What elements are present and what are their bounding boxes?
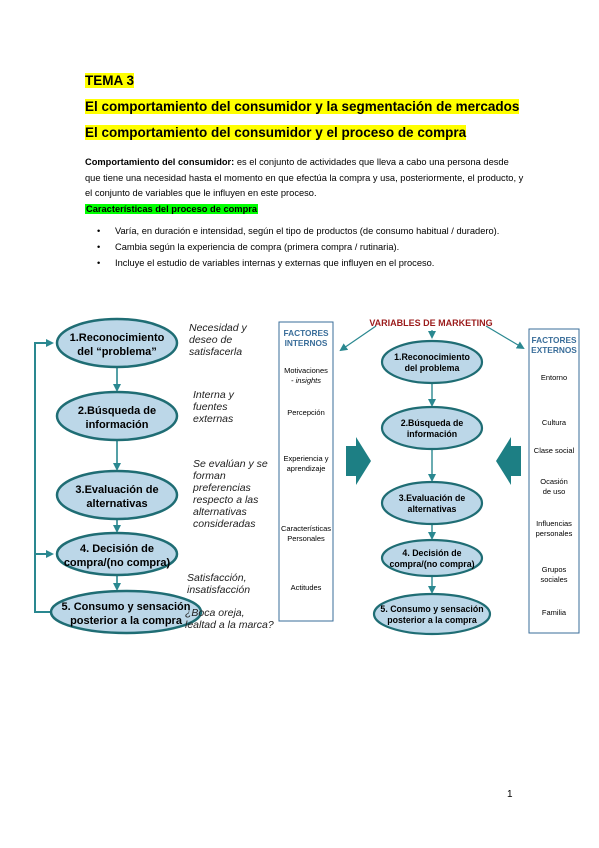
internal-factor-item: Motivaciones- insights bbox=[284, 366, 328, 385]
internal-factor-item: Percepción bbox=[287, 408, 325, 417]
process-step-oval bbox=[55, 390, 179, 442]
process-step-oval bbox=[55, 317, 179, 369]
internal-factor-item: Actitudes bbox=[291, 583, 322, 592]
list-item: Incluye el estudio de variables internas… bbox=[85, 256, 525, 270]
process-step-oval bbox=[49, 589, 203, 635]
process-step-oval bbox=[372, 592, 492, 636]
external-factors-box bbox=[528, 328, 580, 634]
arrow-left-icon bbox=[496, 437, 521, 485]
definition-paragraph: Comportamiento del consumidor: es el con… bbox=[85, 155, 525, 202]
page-number: 1 bbox=[507, 789, 513, 800]
process-step-oval bbox=[380, 538, 484, 578]
characteristics-heading: Características del proceso de compra bbox=[85, 204, 259, 214]
subtitle-heading: El comportamiento del consumidor y el pr… bbox=[85, 125, 467, 140]
step-note: ¿Boca oreja,lealtad a la marca? bbox=[185, 607, 274, 631]
tema-heading: TEMA 3 bbox=[85, 73, 135, 88]
list-item: Varía, en duración e intensidad, según e… bbox=[85, 224, 525, 238]
title-heading: El comportamiento del consumidor y la se… bbox=[85, 99, 520, 114]
marketing-variables-label: VARIABLES DE MARKETING bbox=[369, 318, 492, 328]
external-factor-item: Entorno bbox=[541, 373, 567, 382]
step-note: Satisfacción,insatisfacción bbox=[187, 572, 250, 596]
process-step-oval bbox=[380, 405, 484, 451]
characteristics-list: Varía, en duración e intensidad, según e… bbox=[85, 224, 525, 270]
external-factor-item: Familia bbox=[542, 608, 567, 617]
definition-text: es el conjunto de actividades que lleva … bbox=[85, 157, 524, 198]
internal-factors-box bbox=[278, 321, 334, 622]
process-step-oval bbox=[380, 339, 484, 385]
process-step-oval bbox=[55, 469, 179, 521]
process-step-oval bbox=[380, 480, 484, 526]
process-step-oval bbox=[55, 531, 179, 577]
definition-term: Comportamiento del consumidor: bbox=[85, 157, 235, 167]
link-arrow bbox=[339, 325, 377, 352]
feedback-arrow bbox=[34, 339, 57, 613]
external-factor-item: Clase social bbox=[534, 446, 575, 455]
list-item: Cambia según la experiencia de compra (p… bbox=[85, 240, 525, 254]
arrow-right-icon bbox=[346, 437, 371, 485]
link-arrow bbox=[485, 325, 525, 350]
external-factor-item: Cultura bbox=[542, 418, 567, 427]
